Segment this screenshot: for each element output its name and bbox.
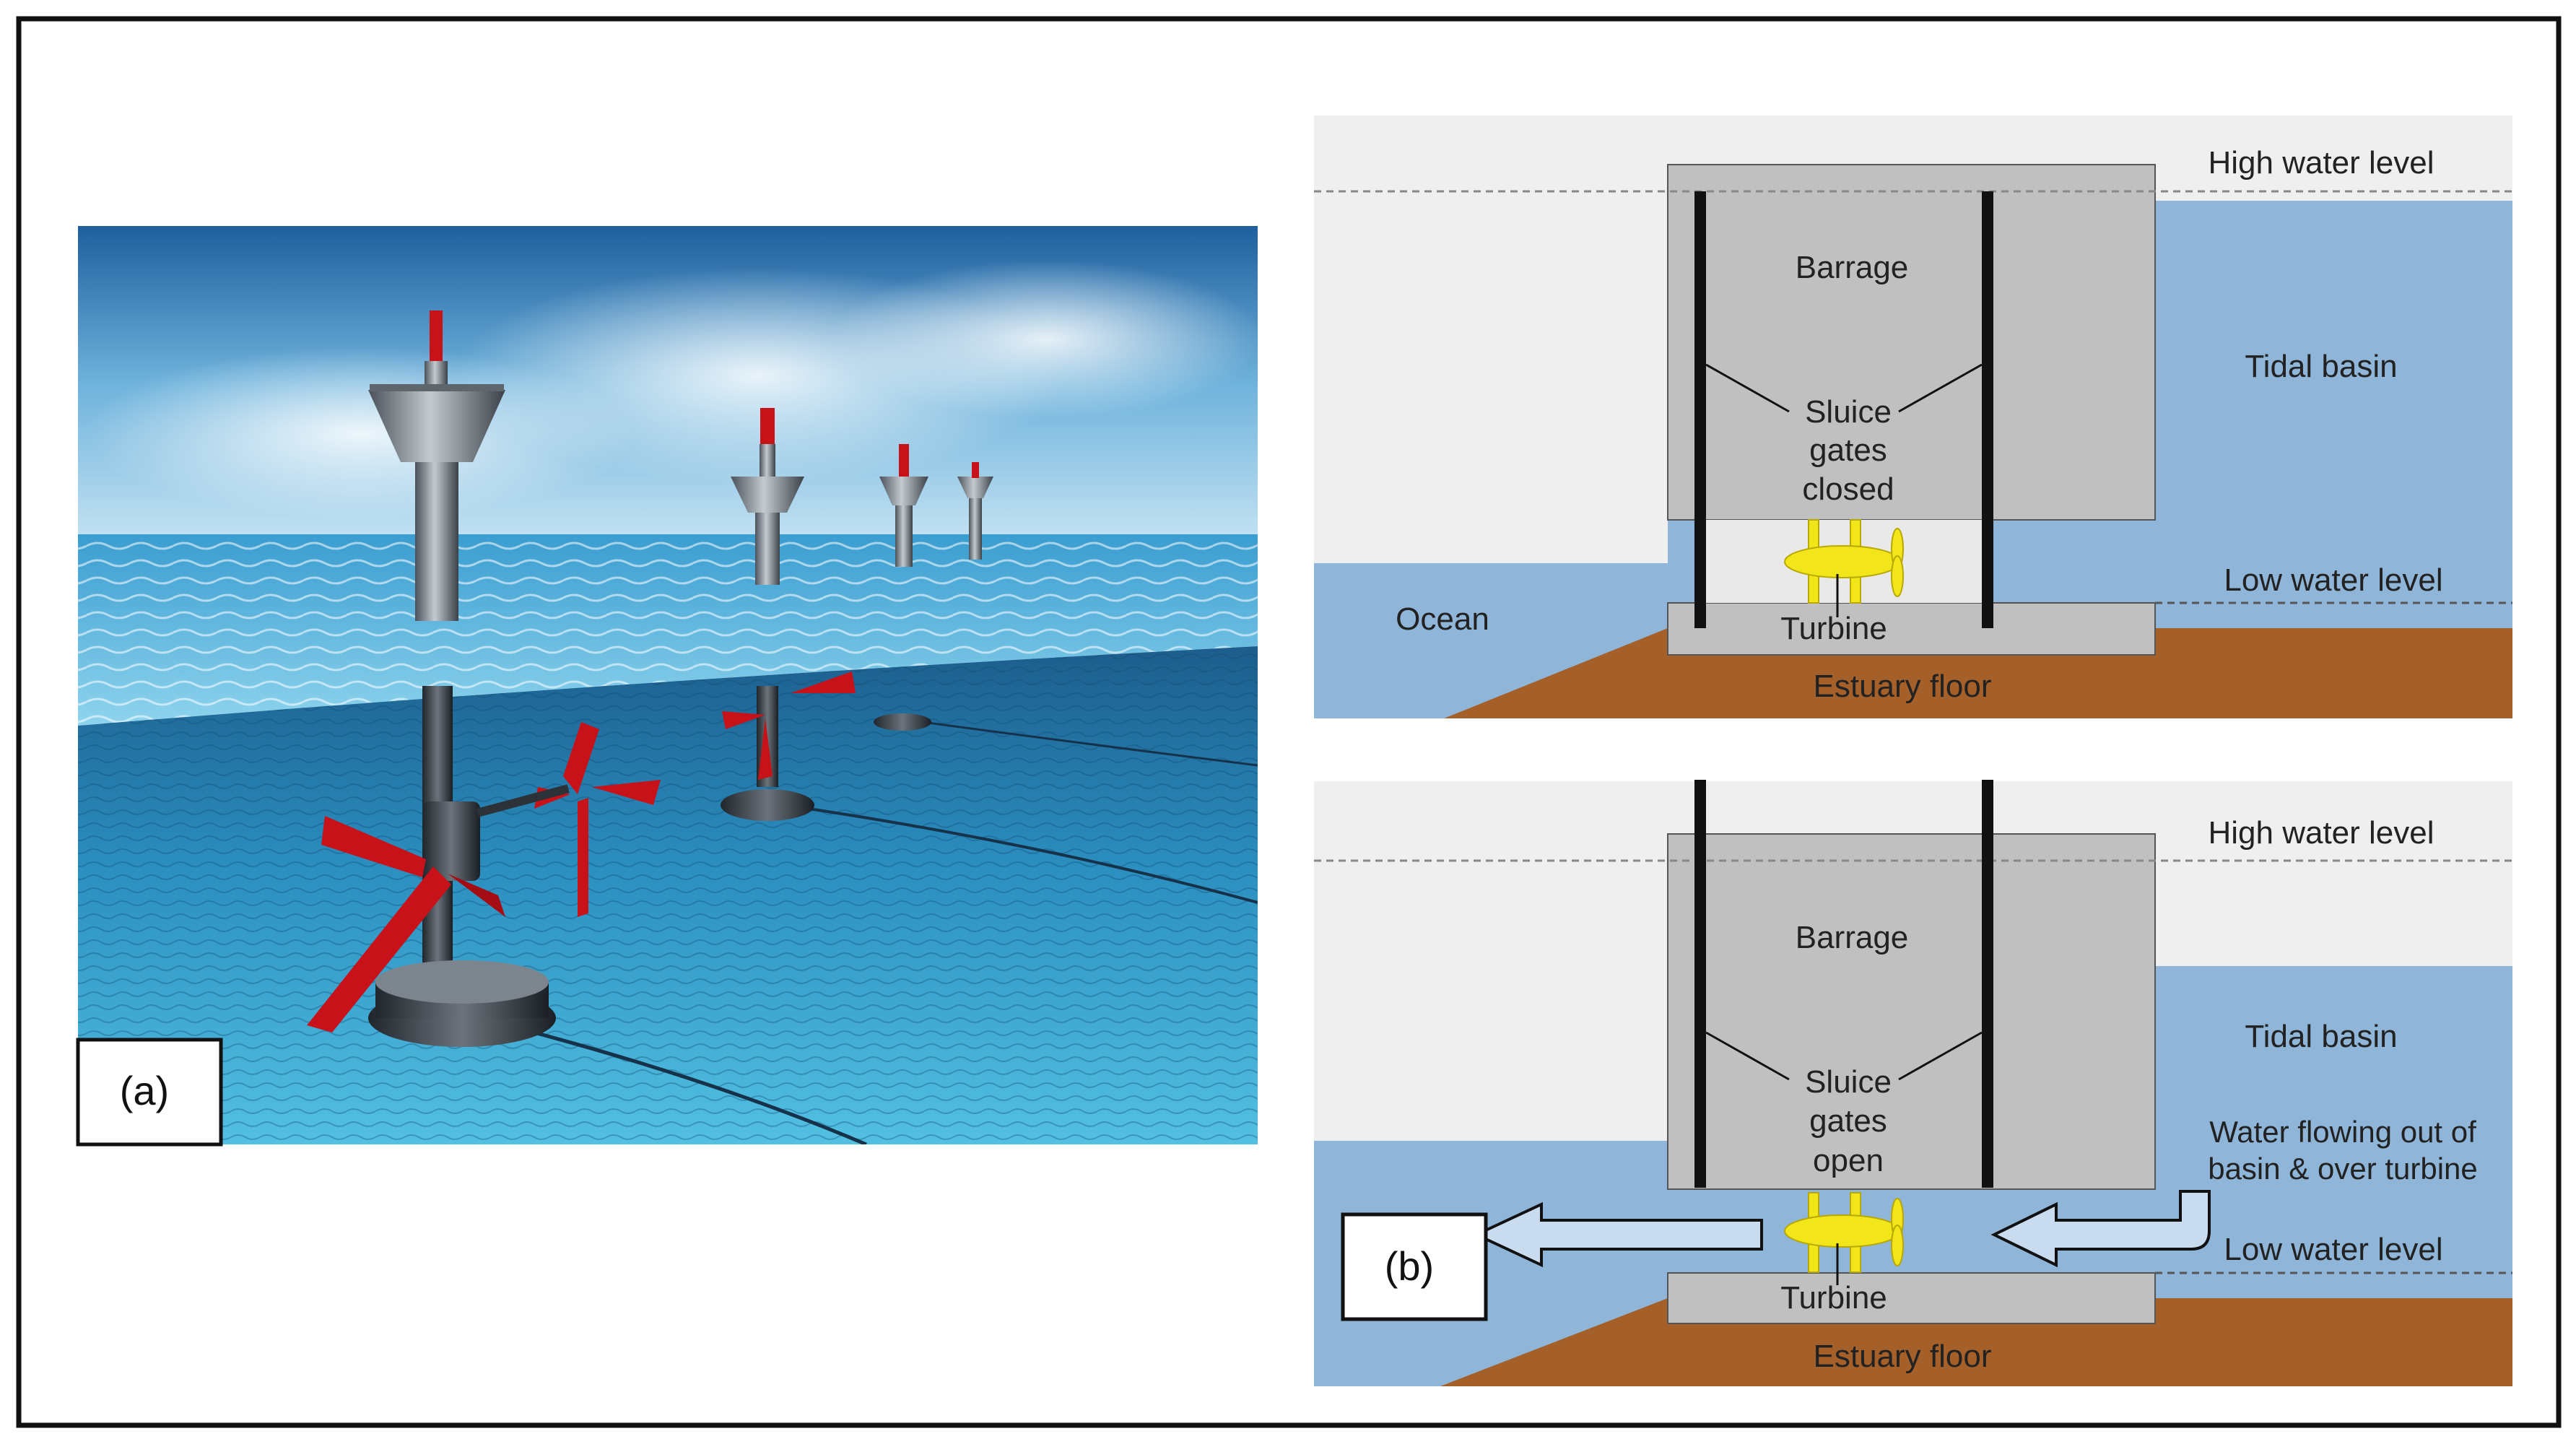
panel-a-label: (a): [120, 1068, 169, 1113]
tidal-basin-label: Tidal basin: [2245, 1019, 2397, 1054]
cable: [534, 1030, 867, 1144]
flow-label-2: basin & over turbine: [2208, 1152, 2478, 1186]
barrage-body: [1667, 164, 2156, 521]
low-water-label: Low water level: [2224, 1232, 2442, 1267]
sluice-label-2: gates: [1809, 1103, 1887, 1139]
estuary-floor-label: Estuary floor: [1814, 669, 1992, 704]
flow-arrow-right: [1990, 1190, 2211, 1268]
cloud: [830, 260, 1258, 419]
barrage-base: [1667, 1272, 2156, 1324]
rotor-blade: [791, 671, 856, 693]
low-water-label: Low water level: [2224, 562, 2442, 598]
barrage-body: [1667, 833, 2156, 1190]
tidal-tower-back: [721, 408, 856, 821]
flow-label-1: Water flowing out of: [2209, 1115, 2476, 1149]
panel-b-label: (b): [1385, 1243, 1434, 1289]
panel-a-illustration: (a): [76, 226, 1258, 1147]
rotor-blade: [307, 866, 451, 1032]
turbine-label: Turbine: [1780, 611, 1887, 646]
sluice-label-1: Sluice: [1805, 394, 1892, 430]
panel-b-label-box: [1341, 1212, 1488, 1321]
tidal-tower-far: [957, 462, 993, 560]
diagram-barrage-open: Barrage Sluice gates open High water lev…: [1314, 780, 2512, 1386]
rotor-blade: [722, 711, 765, 729]
sluice-label-1: Sluice: [1805, 1064, 1892, 1100]
tidal-basin-label: Tidal basin: [2245, 349, 2397, 384]
tidal-tower-mid: [874, 444, 931, 731]
estuary-floor-label: Estuary floor: [1814, 1339, 1992, 1374]
panel-a-label-box: [76, 1038, 223, 1147]
sluice-pointer-right: [1898, 363, 1983, 413]
turbine-icon: [1784, 519, 1904, 617]
flow-arrow-left: [1473, 1201, 1763, 1268]
barrage-label: Barrage: [1796, 920, 1909, 955]
cable: [895, 717, 1258, 767]
diagram-barrage-closed: Barrage Sluice gates closed High water l…: [1314, 116, 2512, 718]
high-water-label: High water level: [2208, 815, 2434, 851]
turbine-label: Turbine: [1780, 1280, 1887, 1316]
tidal-basin-water: [2151, 966, 2512, 1386]
tidal-tower-main: [307, 310, 661, 1047]
sluice-pointer-right: [1898, 1031, 1983, 1081]
rotor-blade: [592, 780, 661, 805]
cable: [808, 807, 1258, 904]
barrage-label: Barrage: [1796, 250, 1909, 285]
sluice-label-3: closed: [1802, 471, 1894, 507]
outer-frame: [16, 16, 2562, 1428]
rotor-blade: [758, 718, 773, 780]
sea-surface-ripples: [78, 534, 1258, 726]
tidal-basin-water: [2151, 201, 2512, 718]
rotor-blade: [321, 816, 426, 877]
turbine-icon: [1784, 1192, 1904, 1285]
sluice-label-3: open: [1813, 1143, 1884, 1178]
cloud: [87, 347, 635, 520]
sluice-pointer-left: [1705, 1031, 1790, 1081]
rotor-blade: [448, 874, 505, 917]
rotor-blade: [563, 722, 599, 794]
sluice-pointer-left: [1705, 363, 1790, 413]
barrage-base: [1667, 602, 2156, 656]
high-water-label: High water level: [2208, 145, 2434, 181]
rotor-blade: [578, 798, 588, 917]
sluice-label-2: gates: [1809, 432, 1887, 468]
ocean-label: Ocean: [1396, 601, 1489, 637]
